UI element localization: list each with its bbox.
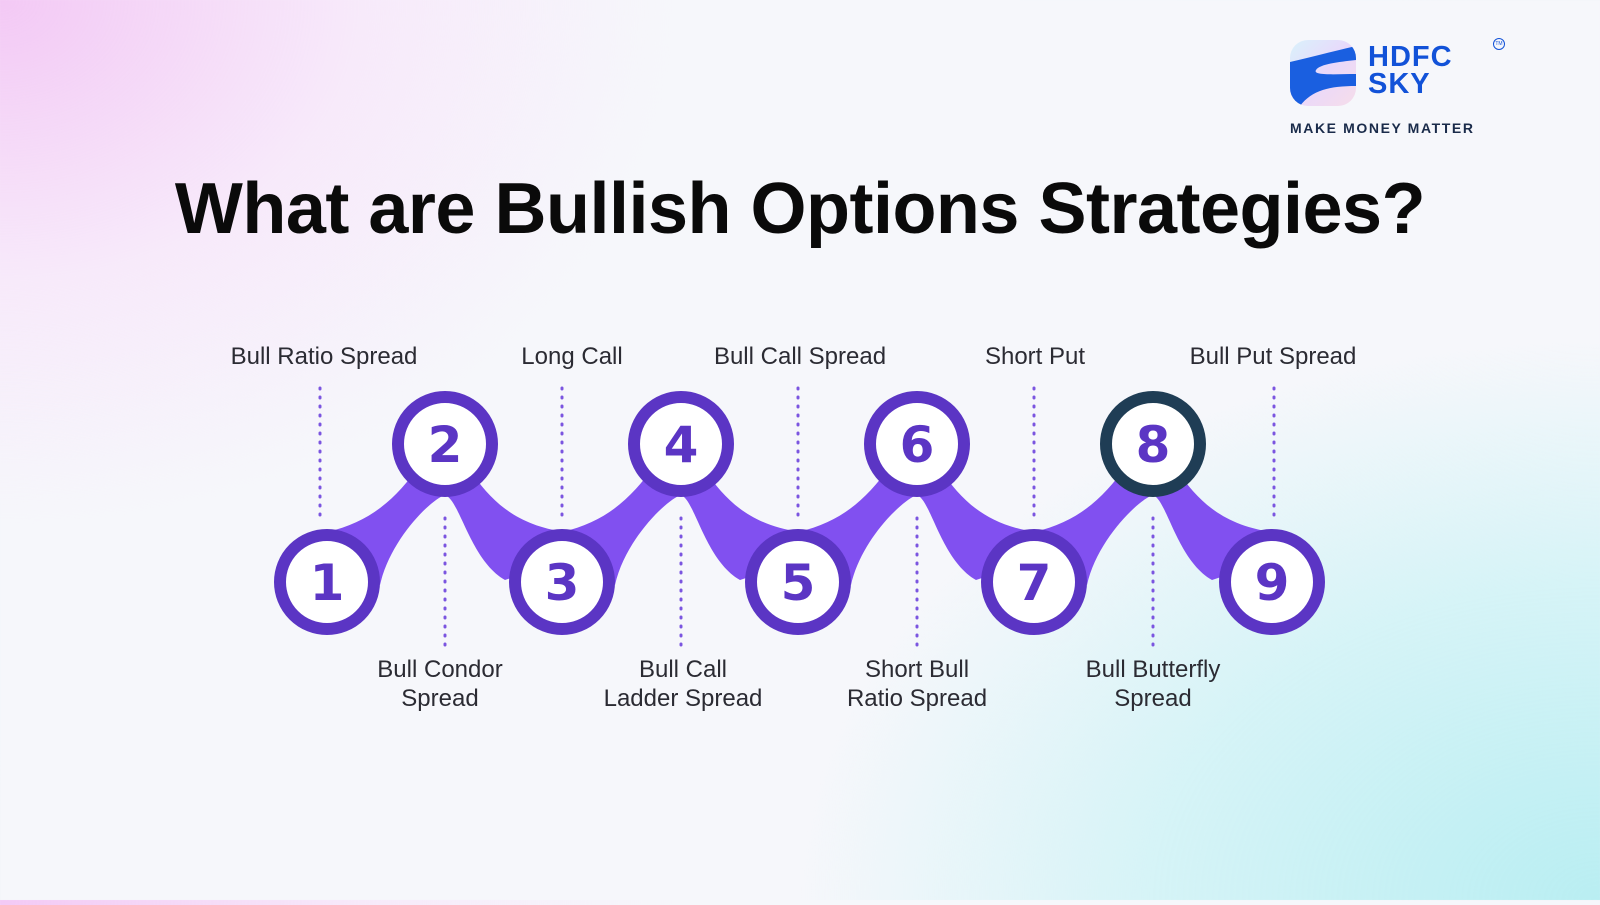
node-9: 9 [1219,529,1325,635]
wave-band [327,465,1272,585]
svg-text:9: 9 [1255,554,1290,612]
brand-name-line2: SKY [1368,68,1431,100]
trademark-badge: TM [1493,38,1505,50]
svg-text:5: 5 [781,554,816,612]
node-8: 8 [1100,391,1206,497]
svg-text:7: 7 [1017,554,1052,612]
brand-name-line1: HDFC [1368,41,1453,73]
label-step-8: Bull Butterfly Spread [1086,655,1221,713]
label-step-5: Bull Call Spread [713,343,887,370]
hdfc-sky-logo: HDFC SKY TM MAKE MONEY MATTER [1290,38,1505,140]
brand-tagline: MAKE MONEY MATTER [1290,120,1475,136]
dotted-guides [318,386,1276,652]
label-step-6-line2: Ratio Spread [846,685,988,712]
label-step-2-line1: Bull Condor [377,656,503,683]
label-step-4-line2: Ladder Spread [603,685,763,712]
label-step-4: Bull Call Ladder Spread [604,655,763,713]
svg-text:4: 4 [664,416,699,474]
node-2: 2 [392,391,498,497]
label-step-4-line1: Bull Call [638,656,728,683]
label-step-9: Bull Put Spread [1189,343,1357,370]
node-5: 5 [745,529,851,635]
label-step-3: Long Call [521,343,623,370]
label-step-2-line2: Spread [401,685,479,712]
node-1: 1 [274,529,380,635]
node-3: 3 [509,529,615,635]
label-step-8-line1: Bull Butterfly [1085,656,1221,683]
node-7: 7 [981,529,1087,635]
svg-text:6: 6 [900,416,935,474]
svg-text:1: 1 [310,554,345,612]
node-4: 4 [628,391,734,497]
svg-text:8: 8 [1136,416,1171,474]
label-step-6-line1: Short Bull [864,656,970,683]
label-step-1: Bull Ratio Spread [230,343,418,370]
label-step-7: Short Put [984,343,1086,370]
brand-name: HDFC SKY [1368,41,1453,100]
label-step-6: Short Bull Ratio Spread [847,655,987,713]
sky-swoosh-icon [1290,40,1356,106]
node-6: 6 [864,391,970,497]
label-step-2: Bull Condor Spread [377,655,502,713]
page-title: What are Bullish Options Strategies? [174,169,1426,249]
svg-text:3: 3 [545,554,580,612]
label-step-8-line2: Spread [1114,685,1192,712]
svg-text:2: 2 [428,416,463,474]
